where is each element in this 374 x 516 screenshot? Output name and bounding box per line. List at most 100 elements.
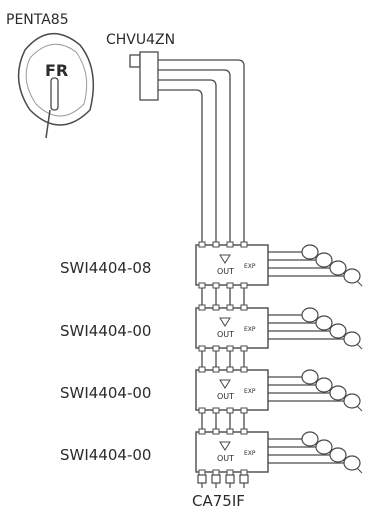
coax-connector-icon (315, 252, 333, 268)
dish-model-label: PENTA85 (6, 12, 69, 28)
multiswitch-model-label: SWI4404-00 (60, 322, 151, 340)
output-cable (268, 268, 363, 287)
input-port (240, 304, 248, 311)
output-cable (268, 369, 321, 388)
output-cable (268, 323, 349, 342)
input-port (212, 428, 220, 435)
lnb-unit (129, 51, 159, 101)
lnb-cable-bundle (158, 59, 245, 245)
cable-tail (356, 280, 363, 287)
input-port (198, 428, 206, 435)
terminator-plug (197, 474, 207, 484)
coax-connector-icon (315, 315, 333, 331)
coax-connector-icon (343, 331, 361, 347)
input-port (212, 241, 220, 248)
input-port (198, 366, 206, 373)
multiswitch-face-text: OUT (217, 330, 234, 339)
cascade-port (198, 469, 206, 476)
multiswitch-model-label: SWI4404-00 (60, 446, 151, 464)
coax-connector-icon (301, 244, 319, 260)
cascade-port (212, 469, 220, 476)
lnb-body (139, 51, 159, 101)
signal-arrow-icon (219, 254, 231, 264)
coax-connector-icon (329, 385, 347, 401)
lnb-coax-cable (158, 79, 217, 245)
coax-connector-icon (329, 447, 347, 463)
lnb-model-label: CHVU4ZN (106, 32, 175, 48)
dish-support-rod (45, 109, 51, 139)
cascade-port (226, 282, 234, 289)
cascade-port (212, 282, 220, 289)
multiswitch-model-label: SWI4404-00 (60, 384, 151, 402)
dish-logo: FR (45, 61, 68, 80)
lnb-coax-cable (158, 69, 231, 245)
cascade-port (212, 407, 220, 414)
terminator-model-label: CA75IF (192, 492, 245, 510)
coax-connector-icon (343, 455, 361, 471)
coax-connector-icon (301, 369, 319, 385)
multiswitch-side-text: EXP (244, 388, 256, 395)
signal-arrow-icon (219, 379, 231, 389)
cascade-port (240, 282, 248, 289)
multiswitch-unit: SWI4404-08 OUT EXP (60, 241, 363, 308)
satellite-dish: FR (17, 32, 95, 139)
cable-tail (356, 467, 363, 474)
lnb-coax-cable (158, 59, 245, 245)
multiswitch-side-text: EXP (244, 450, 256, 457)
cascade-port (240, 469, 248, 476)
input-port (226, 366, 234, 373)
input-port (226, 304, 234, 311)
multiswitch-side-text: EXP (244, 263, 256, 270)
signal-arrow-icon (219, 441, 231, 451)
multiswitch-face-text: OUT (217, 392, 234, 401)
coax-connector-icon (315, 439, 333, 455)
dish-arm (50, 77, 59, 111)
dish-inner-ring (25, 43, 88, 117)
cascade-port (226, 407, 234, 414)
coax-connector-icon (343, 268, 361, 284)
input-port (240, 366, 248, 373)
input-port (226, 428, 234, 435)
multiswitch-face-text: OUT (217, 454, 234, 463)
cascade-port (212, 345, 220, 352)
output-cable (268, 393, 363, 412)
output-cable (268, 431, 321, 450)
signal-arrow-icon (219, 317, 231, 327)
multiswitch-model-label: SWI4404-08 (60, 259, 151, 277)
cascade-port (240, 407, 248, 414)
output-cable (268, 377, 335, 396)
multiswitch-unit: SWI4404-00 OUT EXP (60, 366, 363, 432)
cascade-port (226, 469, 234, 476)
input-port (212, 304, 220, 311)
terminator-plug (239, 474, 249, 484)
input-port (226, 241, 234, 248)
multiswitch-side-text: EXP (244, 326, 256, 333)
multiswitch-body (195, 307, 269, 349)
multiswitch-unit: SWI4404-00 OUT EXP (60, 304, 363, 370)
cascade-port (198, 345, 206, 352)
multiswitch-unit: SWI4404-00 OUT EXP (60, 428, 363, 476)
multiswitch-body (195, 244, 269, 286)
cascade-port (198, 407, 206, 414)
cascade-port (240, 345, 248, 352)
input-port (212, 366, 220, 373)
coax-connector-icon (329, 260, 347, 276)
multiswitch-body (195, 431, 269, 473)
output-cable (268, 315, 335, 334)
terminator-group: CA75IF (192, 474, 249, 510)
coax-connector-icon (315, 377, 333, 393)
multiswitch-face-text: OUT (217, 267, 234, 276)
output-cable (268, 331, 363, 350)
input-port (198, 304, 206, 311)
input-port (240, 241, 248, 248)
input-port (198, 241, 206, 248)
output-cable (268, 252, 335, 271)
lnb-coax-cable (158, 89, 203, 245)
input-port (240, 428, 248, 435)
lnb-feedhorn (129, 54, 141, 68)
coax-connector-icon (329, 323, 347, 339)
multiswitch-body (195, 369, 269, 411)
